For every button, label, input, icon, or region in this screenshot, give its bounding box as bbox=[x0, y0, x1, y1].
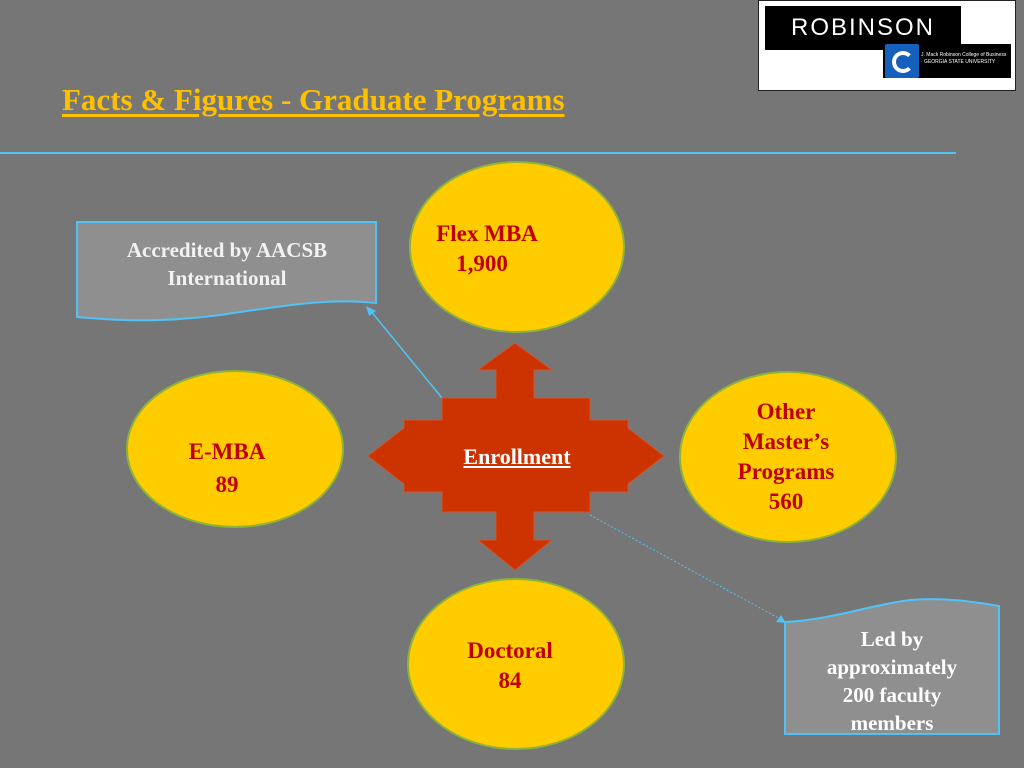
accreditation-line2: International bbox=[167, 266, 287, 290]
accreditation-connector-arrowhead bbox=[366, 306, 376, 316]
robinson-logo: ROBINSON J. Mack Robinson College of Bus… bbox=[758, 0, 1016, 91]
accreditation-callout-box bbox=[76, 221, 377, 322]
flex-mba-label: Flex MBA 1,900 bbox=[407, 219, 567, 279]
title-divider bbox=[0, 152, 956, 154]
accreditation-connector bbox=[369, 309, 443, 399]
doctoral-label: Doctoral 84 bbox=[430, 636, 590, 696]
flex-mba-oval bbox=[409, 161, 625, 333]
flex-mba-count: 1,900 bbox=[456, 251, 508, 276]
flex-mba-name: Flex MBA bbox=[436, 221, 538, 246]
doctoral-count: 84 bbox=[498, 668, 522, 693]
doctoral-oval bbox=[407, 578, 625, 750]
faculty-line4: members bbox=[850, 711, 934, 735]
logo-wordmark: ROBINSON bbox=[765, 6, 961, 50]
emba-name: E-MBA bbox=[188, 439, 266, 464]
faculty-line3: 200 faculty bbox=[842, 683, 942, 707]
other-masters-label: Other Master’s Programs 560 bbox=[706, 397, 866, 517]
emba-count: 89 bbox=[215, 472, 239, 497]
faculty-line2: approximately bbox=[826, 655, 958, 679]
page-title: Facts & Figures - Graduate Programs bbox=[62, 82, 565, 117]
other-masters-name-line2: Master’s bbox=[742, 429, 830, 454]
other-masters-oval bbox=[679, 371, 897, 543]
emba-oval bbox=[126, 370, 344, 528]
gsu-flame-icon bbox=[885, 44, 919, 78]
enrollment-cross-arrow bbox=[367, 342, 665, 571]
faculty-callout-box bbox=[784, 598, 1000, 735]
accreditation-callout-text: Accredited by AACSB International bbox=[82, 236, 372, 292]
doctoral-name: Doctoral bbox=[467, 638, 553, 663]
faculty-connector-arrowhead bbox=[776, 615, 786, 623]
emba-label: E-MBA 89 bbox=[147, 437, 307, 500]
accreditation-line1: Accredited by AACSB bbox=[126, 238, 328, 262]
other-masters-count: 560 bbox=[768, 489, 804, 514]
faculty-connector bbox=[589, 514, 783, 621]
other-masters-name-line1: Other bbox=[756, 399, 816, 424]
faculty-line1: Led by bbox=[860, 627, 924, 651]
enrollment-label: Enrollment bbox=[463, 444, 571, 469]
faculty-callout-text: Led by approximately 200 faculty members bbox=[788, 625, 996, 737]
other-masters-name-line3: Programs bbox=[737, 459, 835, 484]
